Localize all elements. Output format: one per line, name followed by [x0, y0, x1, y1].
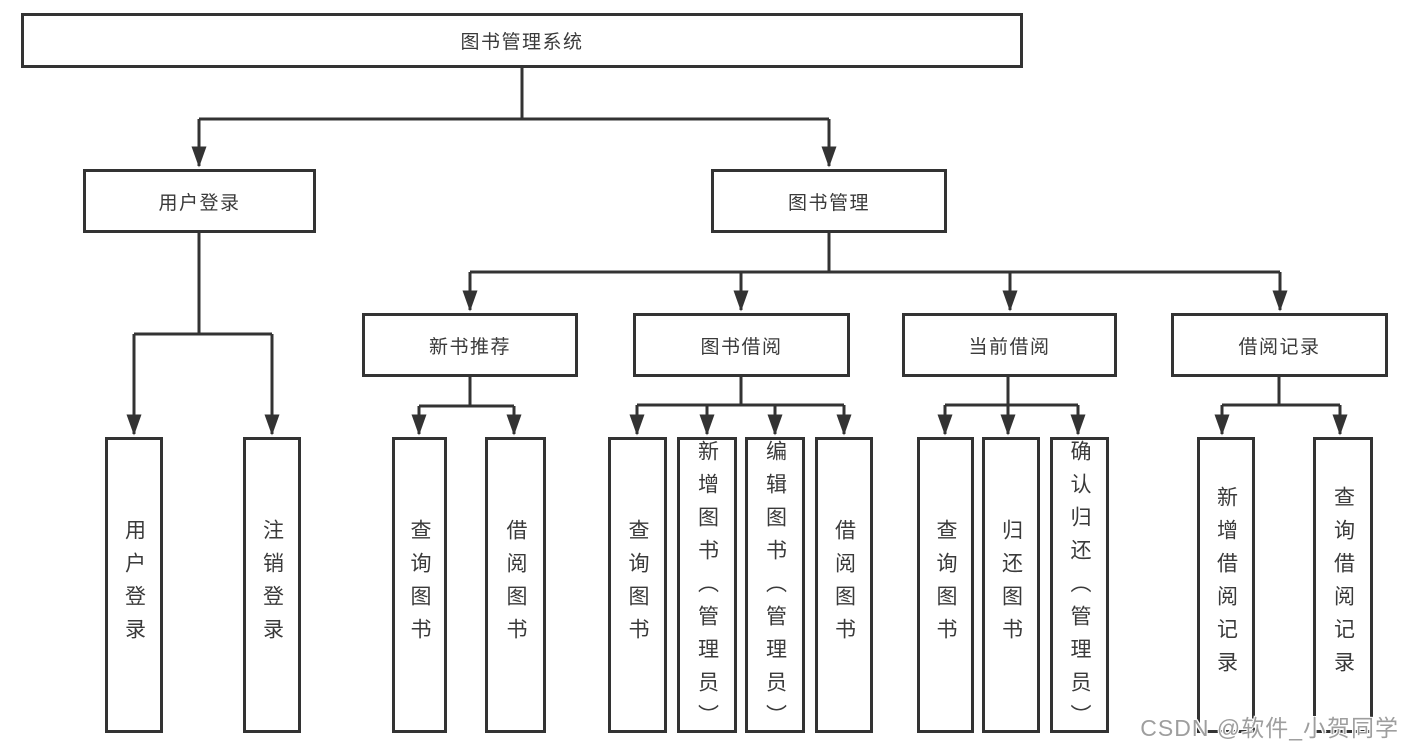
node-borrow-records: 借阅记录 [1171, 313, 1388, 377]
leaf-logout: 注销登录 [243, 437, 301, 733]
node-book-borrow: 图书借阅 [633, 313, 850, 377]
leaf-edit-book-admin: 编辑图书（管理员） [745, 437, 805, 737]
leaf-query-books-3: 查询图书 [917, 437, 974, 733]
node-root: 图书管理系统 [21, 13, 1023, 68]
node-book-management: 图书管理 [711, 169, 947, 233]
node-user-login: 用户登录 [83, 169, 316, 233]
watermark: CSDN @软件_小贺同学 [1140, 715, 1399, 741]
leaf-confirm-return-admin: 确认归还（管理员） [1050, 437, 1109, 737]
leaf-query-books-1: 查询图书 [392, 437, 447, 733]
leaf-add-book-admin: 新增图书（管理员） [677, 437, 737, 737]
node-current-borrow: 当前借阅 [902, 313, 1117, 377]
leaf-borrow-books-1: 借阅图书 [485, 437, 546, 733]
leaf-query-borrow-record: 查询借阅记录 [1313, 437, 1373, 733]
leaf-borrow-books-2: 借阅图书 [815, 437, 873, 733]
node-new-book-recommend: 新书推荐 [362, 313, 578, 377]
leaf-user-login: 用户登录 [105, 437, 163, 733]
leaf-add-borrow-record: 新增借阅记录 [1197, 437, 1255, 733]
leaf-return-book: 归还图书 [982, 437, 1040, 733]
leaf-query-books-2: 查询图书 [608, 437, 667, 733]
